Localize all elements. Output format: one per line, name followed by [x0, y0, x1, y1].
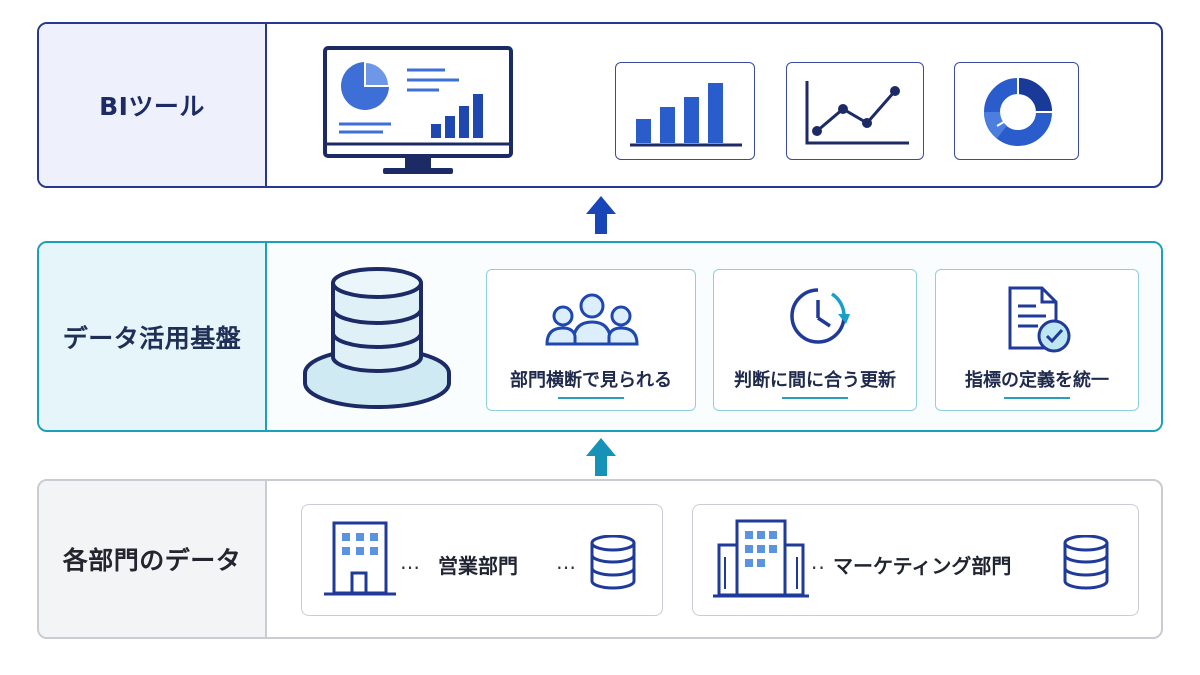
arrow-up-icon — [586, 196, 616, 234]
building-icon — [713, 519, 809, 598]
database-icon — [1063, 535, 1109, 590]
dept-card-sales: … 営業部門 … — [301, 504, 663, 616]
data-platform-label-cell: データ活用基盤 — [39, 243, 267, 430]
feature-card-unified-metrics: 指標の定義を統一 — [935, 269, 1139, 411]
database-icon — [590, 535, 636, 590]
team-icon — [545, 293, 639, 346]
bi-tool-label-cell: BIツール — [39, 24, 267, 186]
department-data-label: 各部門のデータ — [62, 546, 242, 575]
feature-text: 指標の定義を統一 — [965, 370, 1109, 391]
dept-card-marketing: .. マーケティング部門 — [692, 504, 1139, 616]
bar-chart-card — [615, 62, 755, 160]
donut-chart-icon — [984, 78, 1052, 146]
arrow-up-icon — [586, 438, 616, 476]
department-data-layer: 各部門のデータ … 営業部門 … — [37, 479, 1163, 639]
feature-text: 部門横断で見られる — [510, 370, 672, 391]
feature-text: 判断に間に合う更新 — [734, 370, 896, 391]
feature-card-timely-update: 判断に間に合う更新 — [713, 269, 917, 411]
line-chart-icon — [805, 81, 909, 145]
ellipsis: … — [556, 550, 577, 574]
data-platform-layer: データ活用基盤 部門横断で見られる 判断に間に合う更新 — [37, 241, 1163, 432]
ellipsis: … — [400, 550, 421, 574]
data-platform-label: データ活用基盤 — [62, 323, 242, 353]
feature-card-cross-department: 部門横断で見られる — [486, 269, 696, 411]
monitor-dashboard-icon — [323, 46, 513, 174]
clock-refresh-icon — [790, 288, 850, 344]
building-icon — [324, 521, 396, 596]
bar-chart-icon — [630, 83, 742, 147]
dept-name-sales: 営業部門 — [438, 554, 518, 578]
donut-chart-card — [954, 62, 1079, 160]
bi-tool-layer: BIツール — [37, 22, 1163, 188]
feature-underline — [558, 397, 624, 399]
department-data-label-cell: 各部門のデータ — [39, 481, 267, 637]
document-check-icon — [1008, 286, 1071, 353]
dept-name-marketing: マーケティング部門 — [833, 554, 1012, 578]
database-icon — [303, 267, 451, 409]
feature-underline — [782, 397, 848, 399]
ellipsis: .. — [811, 550, 826, 574]
line-chart-card — [786, 62, 924, 160]
bi-tool-label: BIツール — [99, 92, 205, 121]
feature-underline — [1004, 397, 1070, 399]
